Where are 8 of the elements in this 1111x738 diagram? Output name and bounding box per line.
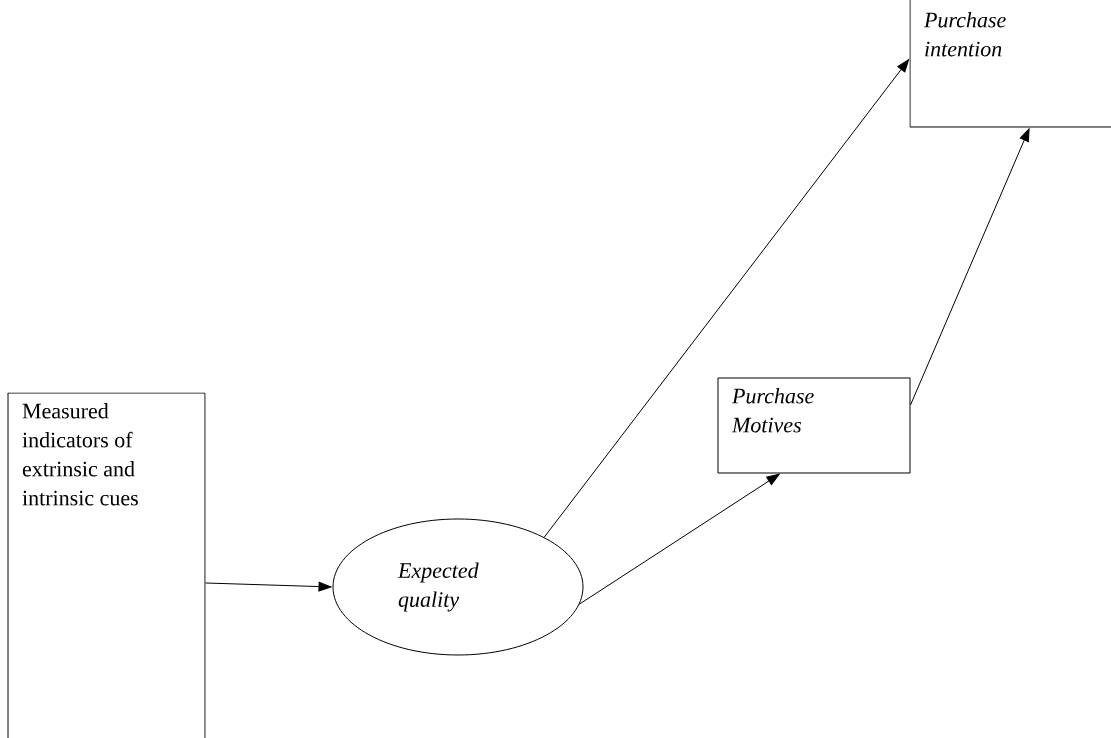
text-box: Purchase Motives [717, 377, 911, 474]
arrow [205, 581, 332, 592]
ellipse-node: Expected quality [332, 518, 584, 656]
arrow [579, 473, 780, 605]
arrow [910, 128, 1030, 406]
arrow [543, 59, 910, 538]
text-box: Measured indicators of extrinsic and intrinsic cues [7, 392, 206, 738]
text-box: Purchase intention [909, 0, 1111, 128]
